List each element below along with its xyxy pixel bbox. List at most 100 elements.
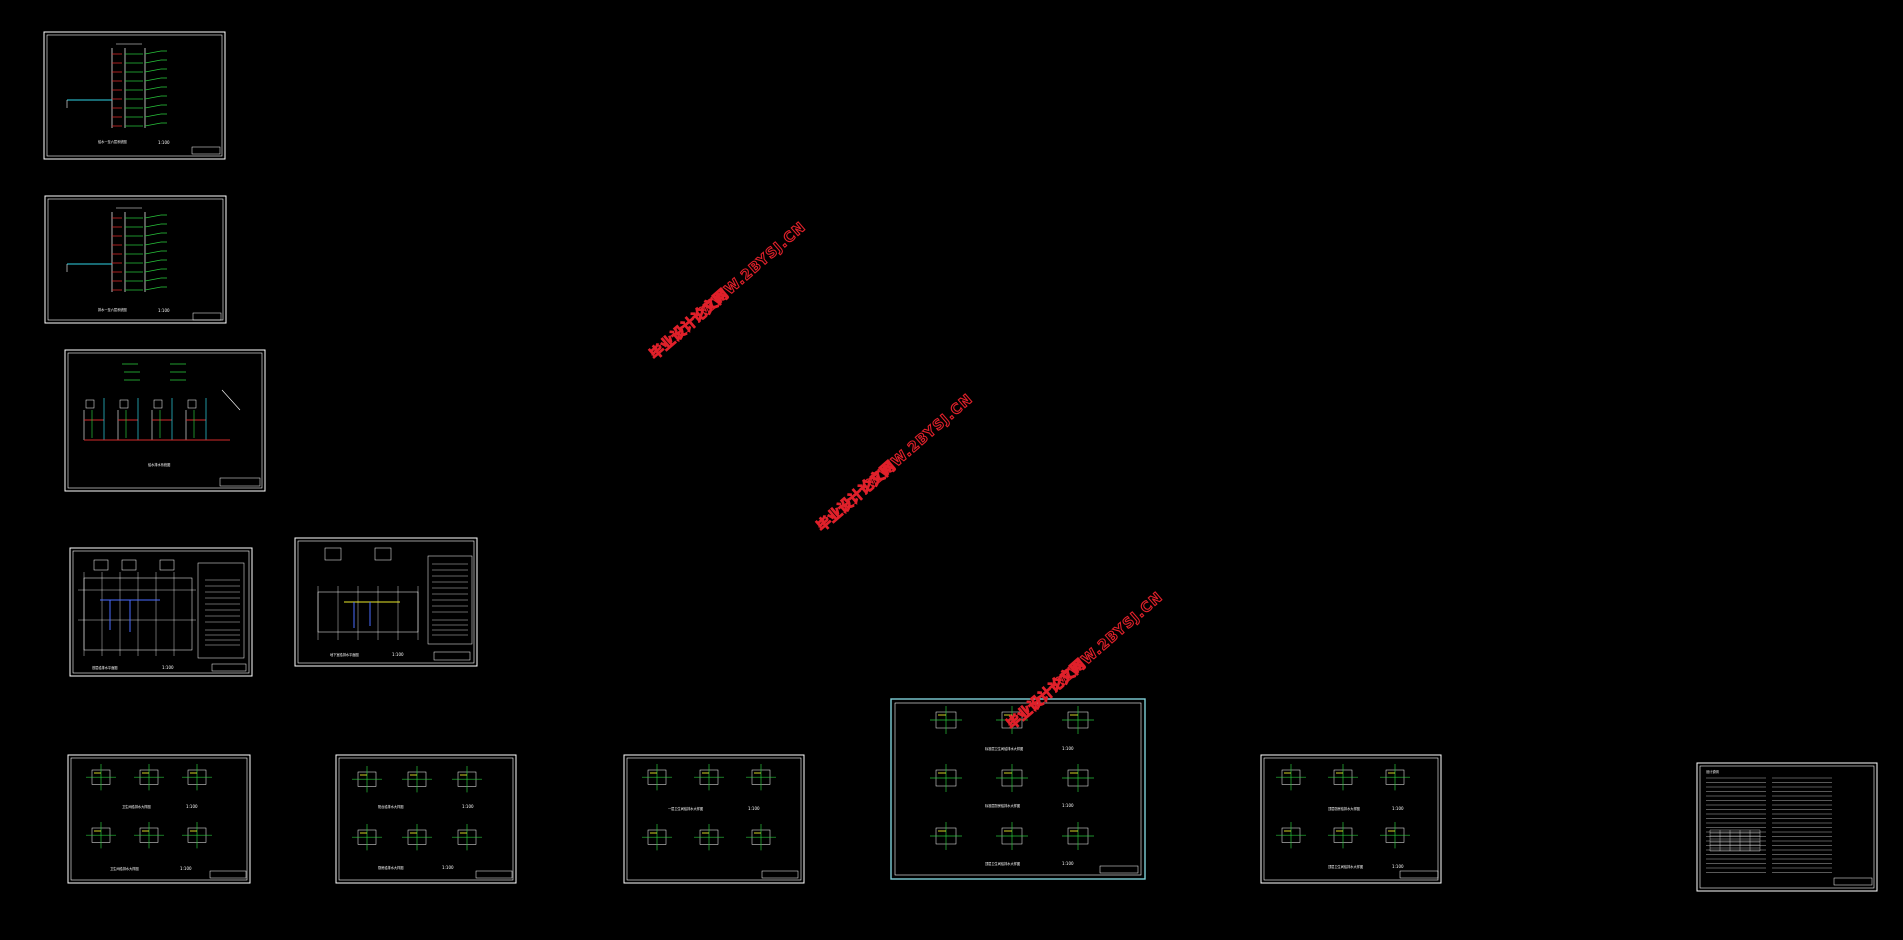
system-diagram [83,363,241,441]
sheet-frame-outer [335,754,517,884]
sheet-third-scale: 1:100 [1062,861,1074,866]
detail-drawings [930,706,1094,850]
sheet-2[interactable]: 排水一至六层系统图 1:100 [44,195,227,324]
plan-element [153,399,163,409]
sheet-subtitle: 阳台给排水大样图 [378,804,404,809]
sheet-title: 标准层卫生间给排水大样图 [985,746,1023,751]
sheet-11[interactable]: 设计说明 [1696,762,1878,892]
plan-element [93,559,109,571]
title-block [761,870,799,879]
plan-element [324,547,342,561]
pipe-line [144,77,162,82]
sheet-frame-inner [338,757,514,881]
sheet-frame-inner [46,34,223,157]
detail-drawings [642,764,776,851]
riser-diagram [66,43,167,128]
sheet-frame-inner [1699,765,1875,889]
plan-element [374,547,392,561]
sheet-third-title: 顶层卫生间给排水大样图 [985,861,1020,866]
sheet-title: 给水一至六层系统图 [98,139,127,144]
sheet-frame-outer [294,537,478,667]
title-block [1833,877,1873,886]
sheet-frame-inner [1263,757,1439,881]
sheet-frame-outer [69,547,253,677]
sheet-title: 卫生间给排水大样图 [110,866,139,871]
sheet-7[interactable]: 阳台给排水大样图 1:100 厨房给排水大样图 1:100 [335,754,517,884]
pipe-line [144,68,162,73]
riser-diagram [66,207,167,292]
pipe-line [144,232,162,237]
sheet-subtitle: 卫生间给排水大样图 [122,804,151,809]
sheet-frame-inner [72,550,250,674]
sheet-frame-outer [623,754,805,884]
sheet-title: 排水一至六层系统图 [98,307,127,312]
pipe-line [144,241,162,246]
sheet-title: 设计说明 [1706,769,1719,774]
plan-element [119,399,129,409]
sheet-scale: 1:100 [748,806,760,811]
sheet-scale: 1:100 [1392,864,1404,869]
sheet-frame-inner [67,352,263,489]
pipe-line [144,286,162,291]
pipe-line [144,95,162,100]
sheet-frame-outer [890,698,1146,880]
pipe-line [144,50,162,55]
title-block [1099,865,1139,874]
pipe-line [144,104,162,109]
title-block [209,870,247,879]
sheet-title: 首层给排水平面图 [92,665,118,670]
sheet-title: 顶层卫生间给排水大样图 [1328,864,1363,869]
equipment-table [197,562,245,659]
sheet-frame-inner [47,198,224,321]
pipe-line [144,223,162,228]
sheet-6[interactable]: 卫生间给排水大样图 1:100 卫生间给排水大样图 1:100 [67,754,251,884]
pipe-line [144,268,162,273]
detail-drawings [1276,764,1410,849]
sheet-1[interactable]: 给水一至六层系统图 1:100 [43,31,226,160]
pipe-line [221,389,241,411]
title-block [211,663,247,672]
sheet-4[interactable]: 首层给排水平面图 1:100 [69,547,253,677]
title-block [475,870,513,879]
pipe-line [144,259,162,264]
sheet-scale: 1:100 [158,308,170,313]
sheet-8[interactable]: 一层卫生间给排水大样图 1:100 [623,754,805,884]
design-notes [1706,777,1832,873]
sheet-frame-outer [1696,762,1878,892]
sheet-scale: 1:100 [442,865,454,870]
pipe-line [144,113,162,118]
sheet-frame-inner [894,702,1142,876]
equipment-table [427,555,473,645]
plan-element [159,559,175,571]
sheet-subscale: 1:100 [1062,803,1074,808]
title-block [192,312,222,321]
pipe-line [144,214,162,219]
plan-element [85,399,95,409]
sheet-subscale: 1:100 [186,804,198,809]
title-block [219,477,261,487]
sheet-frame-outer [44,195,227,324]
sheet-title: 厨房给排水大样图 [378,865,404,870]
sheet-frame-inner [626,757,802,881]
sheet-3[interactable]: 给水排水系统图 [64,349,266,492]
sheet-title: 给水排水系统图 [148,462,170,467]
plan-element [187,399,197,409]
pipe-line [144,250,162,255]
sheet-frame-outer [43,31,226,160]
pipe-line [144,86,162,91]
sheet-frame-outer [67,754,251,884]
detail-drawings [352,766,482,851]
sheet-10[interactable]: 顶层厨房给排水大样图 1:100 顶层卫生间给排水大样图 1:100 [1260,754,1442,884]
sheet-frame-inner [70,757,248,881]
equipment-table-rows [432,563,468,636]
sheet-5[interactable]: 地下室给排水平面图 1:100 [294,537,478,667]
sheet-subtitle: 顶层厨房给排水大样图 [1328,806,1360,811]
sheet-scale: 1:100 [180,866,192,871]
sheet-title: 地下室给排水平面图 [330,652,359,657]
sheet-9[interactable]: 标准层卫生间给排水大样图 1:100 标准层厨房给排水大样图 1:100 顶层卫… [890,698,1146,880]
pipe-line [144,277,162,282]
pipe-line [144,122,162,127]
sheet-subtitle: 标准层厨房给排水大样图 [985,803,1020,808]
